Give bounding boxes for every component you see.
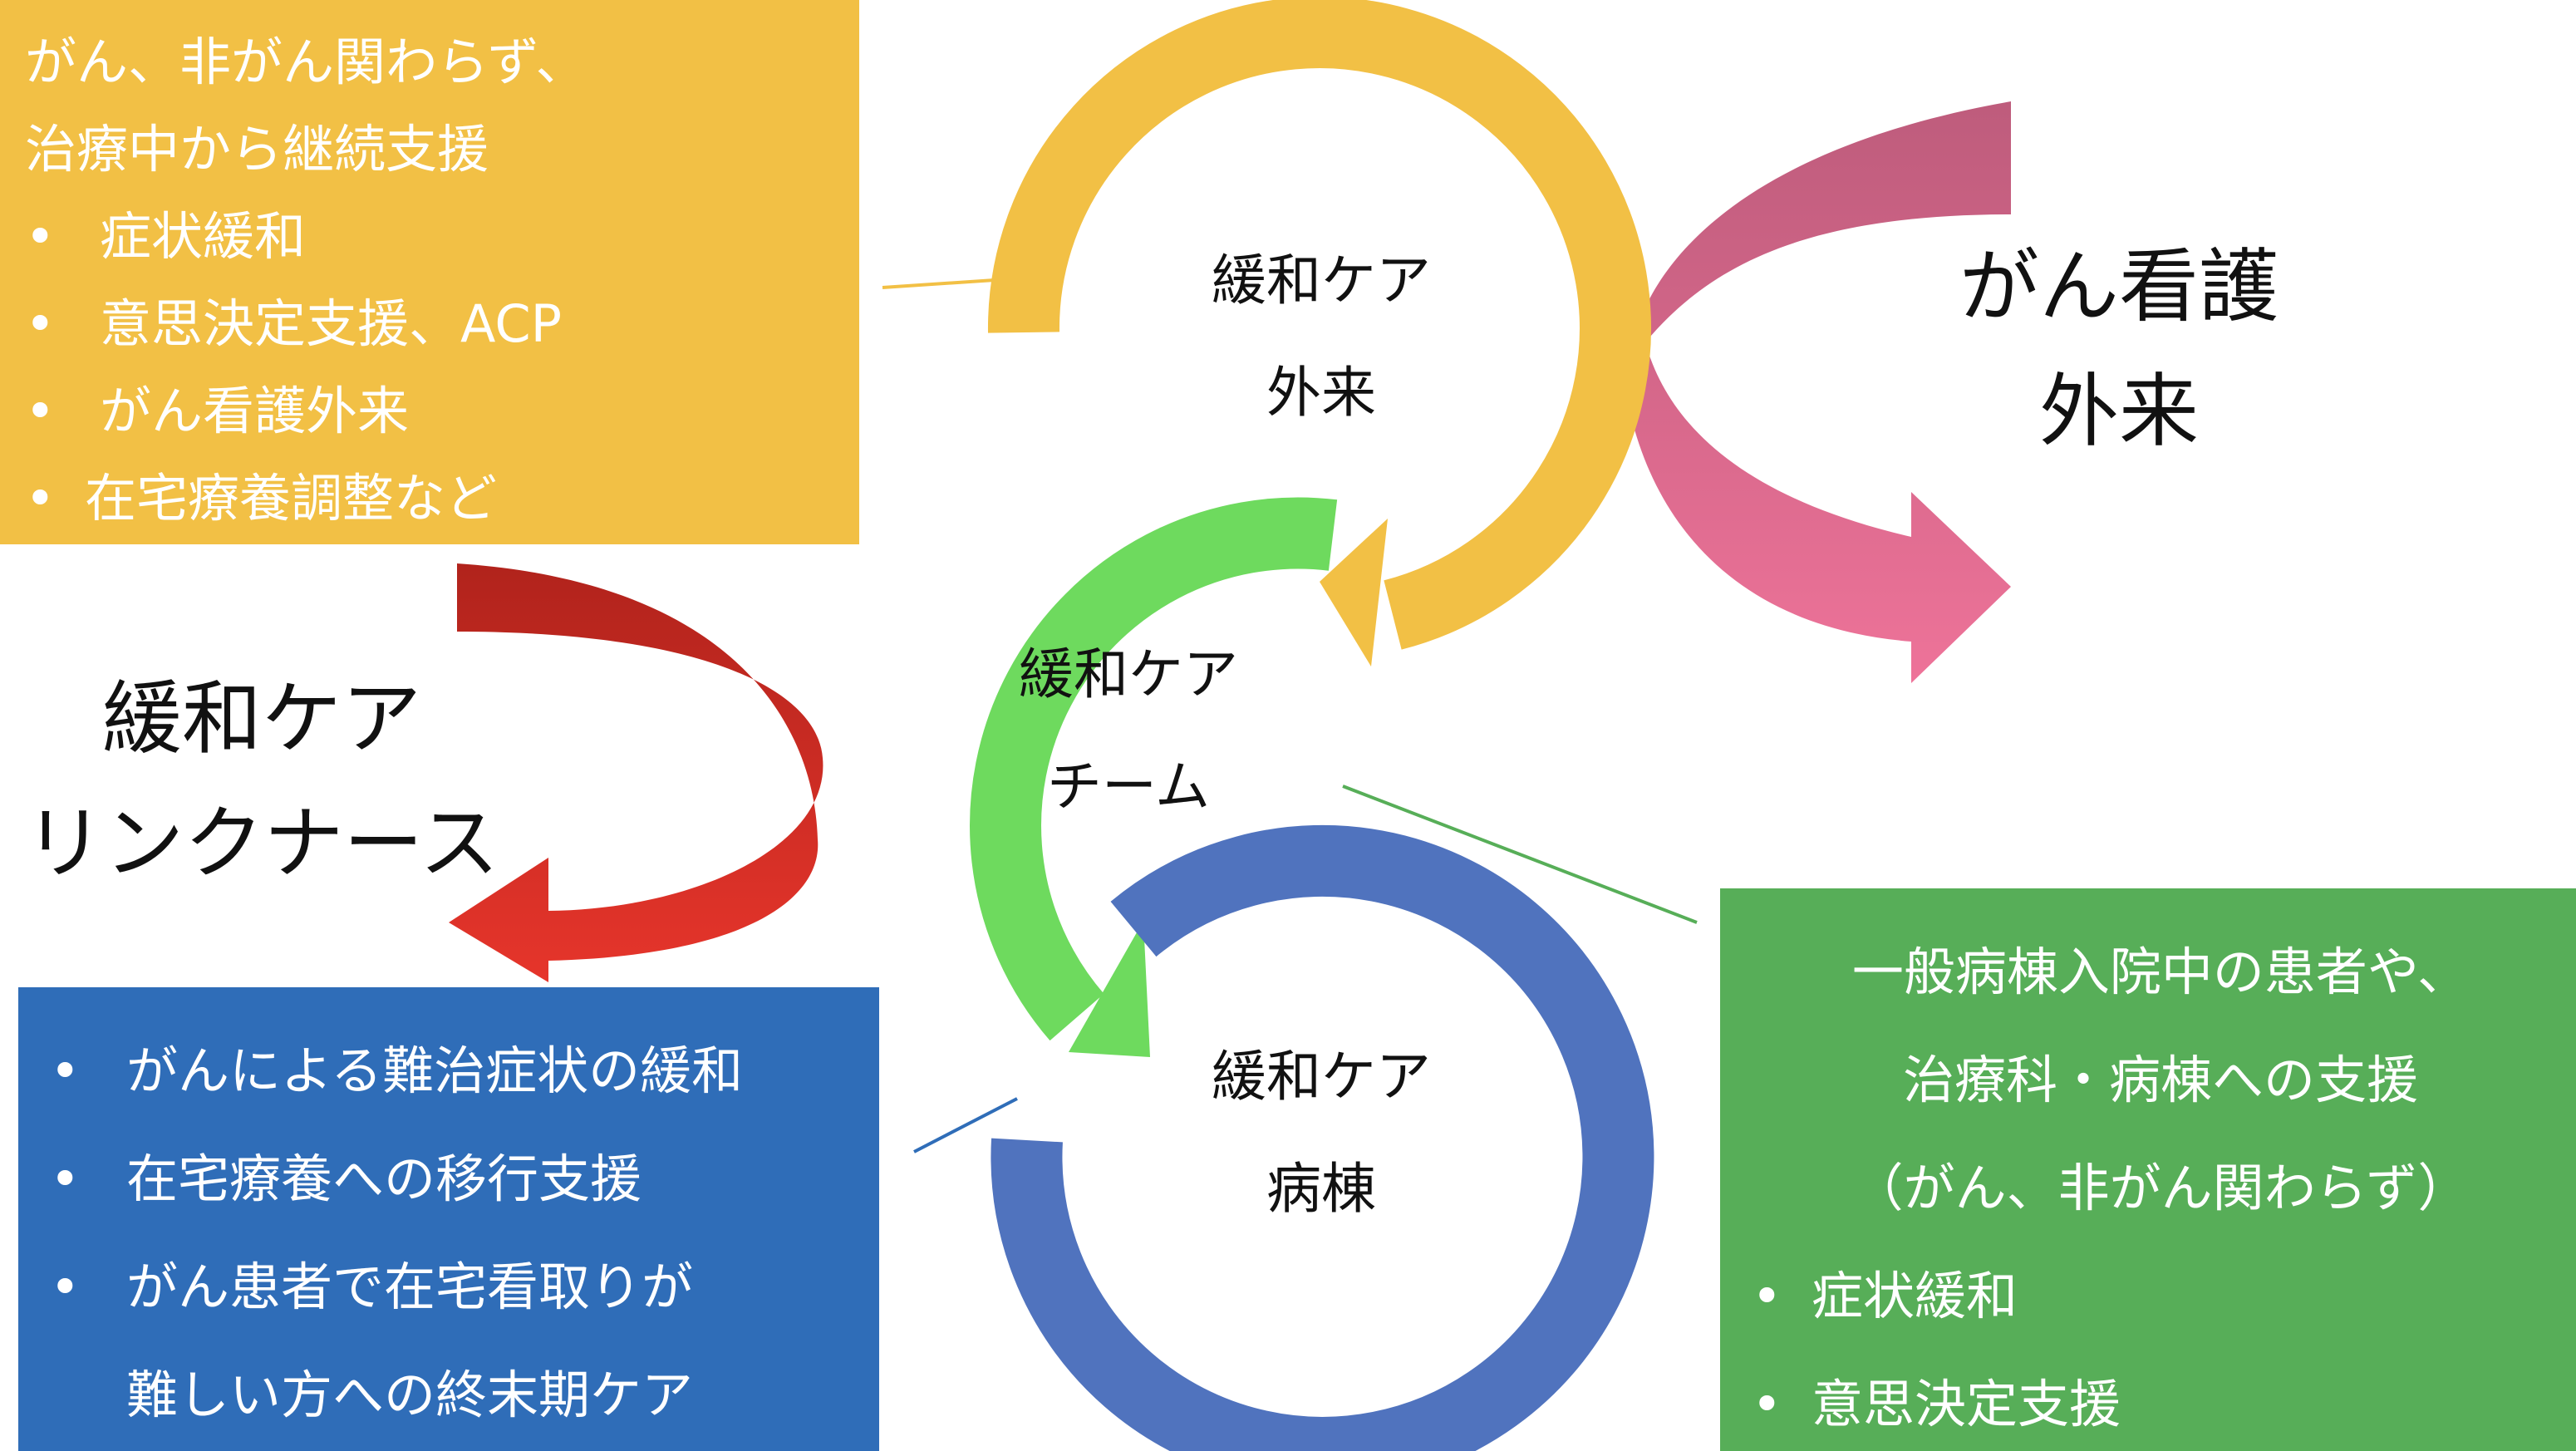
outpatient-item: • 在宅療養調整など (25, 455, 859, 542)
bullet-icon: • (1752, 1374, 1782, 1434)
ward-item-text: がん患者で在宅看取りが (126, 1257, 694, 1317)
link-nurse-line2: リンクナース (24, 797, 499, 890)
nursing-outpatient-line1: がん看護 (1959, 240, 2279, 333)
outpatient-item-text: がん看護外来 (100, 381, 410, 441)
connector-line-outpatient (882, 278, 1008, 289)
ward-item: • 在宅療養への移行支援 (50, 1125, 879, 1233)
outpatient-intro-line-2: 治療中から継続支援 (25, 119, 489, 180)
bullet-icon: • (50, 1257, 81, 1317)
team-info-list: 一般病棟入院中の患者や、 治療科・病棟への支援 （がん、非がん関わらず） • 症状… (1720, 918, 2576, 1451)
nursing-outpatient-line2: 外来 (2039, 365, 2199, 458)
outpatient-label-line2: 外来 (1266, 361, 1376, 425)
outpatient-ring-arrowhead (1320, 519, 1388, 666)
outpatient-item-text: 意思決定支援、ACP (100, 293, 563, 354)
team-intro-line-1: 一般病棟入院中の患者や、 (1851, 942, 2470, 1002)
team-item-text: 症状緩和 (1812, 1266, 2018, 1326)
bullet-icon: • (25, 468, 56, 529)
team-label-line1: 緩和ケア (1019, 642, 1238, 706)
outpatient-item: • 症状緩和 (25, 193, 859, 280)
connector-line-ward (913, 1097, 1018, 1153)
team-intro-line-3: （がん、非がん関わらず） (1851, 1158, 2470, 1218)
outpatient-intro-line-1: がん、非がん関わらず、 (25, 32, 587, 92)
team-item: • 症状緩和 (1720, 1242, 2576, 1350)
outpatient-ring-label: 緩和ケア 外来 (1147, 224, 1496, 449)
link-nurse-line1: 緩和ケア (102, 672, 421, 765)
ward-item-text: 難しい方への終末期ケア (126, 1365, 694, 1425)
ward-info-box: • がんによる難治症状の緩和 • 在宅療養への移行支援 • がん患者で在宅看取りが 難… (18, 987, 879, 1451)
outpatient-ring-arrow (987, 0, 1651, 650)
nursing-outpatient-label: がん看護 外来 (1911, 224, 2327, 474)
ward-ring-label: 緩和ケア 病棟 (1147, 1021, 1496, 1245)
outpatient-item: • がん看護外来 (25, 367, 859, 455)
ward-info-list: • がんによる難治症状の緩和 • 在宅療養への移行支援 • がん患者で在宅看取りが 難… (50, 1017, 879, 1449)
ward-label-line2: 病棟 (1266, 1157, 1376, 1221)
red-curved-arrow (449, 563, 823, 982)
bullet-icon: • (25, 206, 56, 267)
bullet-icon: • (25, 381, 56, 441)
team-info-box: 一般病棟入院中の患者や、 治療科・病棟への支援 （がん、非がん関わらず） • 症状… (1720, 888, 2576, 1451)
bullet-icon: • (50, 1149, 81, 1209)
ward-item: • がんによる難治症状の緩和 (50, 1017, 879, 1125)
ward-item: • がん患者で在宅看取りが (50, 1233, 879, 1341)
connector-line-team (1342, 785, 1698, 924)
team-intro-line-2: 治療科・病棟への支援 (1902, 1050, 2418, 1110)
ward-item-text: がんによる難治症状の緩和 (126, 1040, 744, 1101)
ward-item-continuation: 難しい方への終末期ケア (50, 1341, 879, 1449)
bullet-icon: • (50, 1040, 81, 1101)
team-ring-arrow (970, 497, 1338, 1041)
team-item: • 意思決定支援 (1720, 1350, 2576, 1451)
ward-ring-circle (991, 824, 1654, 1451)
outpatient-item-text: 在宅療養調整など (85, 468, 498, 529)
ward-label-line1: 緩和ケア (1212, 1045, 1431, 1109)
link-nurse-label: 緩和ケア リンクナース (17, 657, 507, 906)
team-ring-label: 緩和ケア チーム (954, 618, 1303, 843)
outpatient-info-box: がん、非がん関わらず、 治療中から継続支援 •症状緩和 •意思決定支援、ACP … (0, 0, 859, 544)
pink-curved-arrow (1626, 101, 2011, 683)
team-label-line2: チーム (1046, 755, 1211, 819)
bullet-icon: • (25, 293, 56, 354)
outpatient-label-line1: 緩和ケア (1212, 248, 1431, 312)
outpatient-item-text: 症状緩和 (100, 206, 307, 267)
outpatient-item: • 意思決定支援、ACP (25, 280, 859, 367)
bullet-icon: • (1752, 1266, 1782, 1326)
ward-item-text: 在宅療養への移行支援 (126, 1149, 642, 1209)
outpatient-info-list: がん、非がん関わらず、 治療中から継続支援 •症状緩和 •意思決定支援、ACP … (25, 18, 859, 542)
team-item-text: 意思決定支援 (1812, 1374, 2121, 1434)
team-ring-arrowhead (1069, 921, 1150, 1057)
